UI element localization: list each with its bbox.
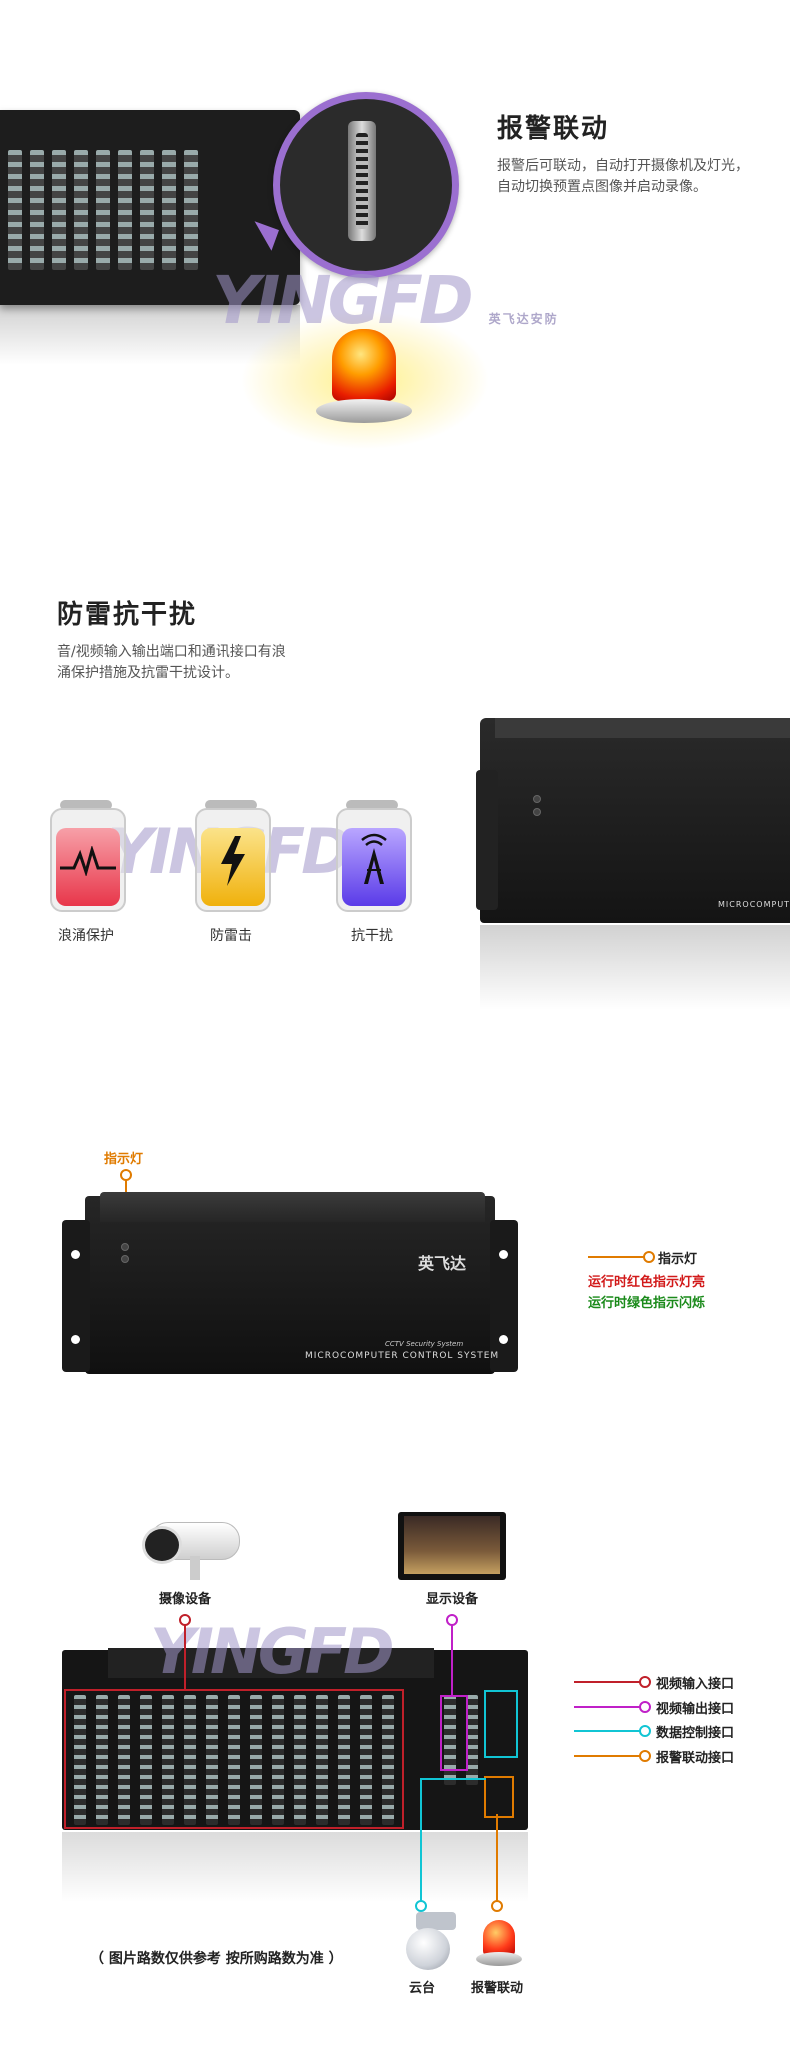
indicator-callout: 指示灯 <box>104 1152 144 1167</box>
data-control-line <box>420 1780 422 1902</box>
legend-dot-icon <box>639 1676 651 1688</box>
lightning-protection-label: 防雷击 <box>210 928 252 944</box>
video-input-line <box>184 1625 186 1690</box>
db25-connector-magnifier <box>273 92 459 278</box>
alarm-description: 报警后可联动，自动打开摄像机及灯光， 自动切换预置点图像并启动录像。 <box>497 156 787 198</box>
control-host-front <box>85 1196 495 1374</box>
control-host-image <box>480 718 790 923</box>
device-brand: 英飞达 <box>418 1254 467 1273</box>
data-control-line-h <box>420 1778 486 1780</box>
alarm-siren-icon <box>474 1918 524 1970</box>
indicator-legend-title: 指示灯 <box>658 1252 698 1267</box>
legend-line <box>574 1681 644 1683</box>
running-led-icon <box>121 1255 129 1263</box>
rack-ear-right <box>490 1220 518 1372</box>
legend-data-control: 数据控制接口 <box>656 1726 735 1741</box>
lightning-protection-battery <box>195 800 271 912</box>
camera-lens <box>142 1526 182 1564</box>
alarm-desc-line: 自动切换预置点图像并启动录像。 <box>497 179 707 195</box>
video-input-highlight <box>64 1689 404 1829</box>
rack-ear-left <box>62 1220 90 1372</box>
surge-description: 音/视频输入输出端口和通讯接口有浪 涌保护措施及抗雷干扰设计。 <box>57 642 357 684</box>
indicator-red-note: 运行时红色指示灯亮 <box>588 1275 706 1290</box>
legend-dot-icon <box>639 1701 651 1713</box>
alarm-device-label: 报警联动 <box>470 1981 523 1996</box>
device-model-text: MICROCOMPUTER <box>718 900 790 909</box>
reference-note: （ 图片路数仅供参考 按所购路数为准 ） <box>90 1951 343 1967</box>
camera-label: 摄像设备 <box>158 1592 211 1607</box>
device-subtitle: CCTV Security System <box>385 1340 464 1348</box>
surge-wave-icon <box>60 846 116 876</box>
legend-line <box>574 1755 644 1757</box>
matrix-device-image <box>0 110 300 305</box>
surge-protection-label: 浪涌保护 <box>58 928 114 944</box>
surge-desc-line: 涌保护措施及抗雷干扰设计。 <box>57 665 239 681</box>
device-reflection <box>480 925 790 1010</box>
monitor-screen <box>404 1516 500 1574</box>
matrix-rear-top <box>108 1648 434 1678</box>
indicator-green-note: 运行时绿色指示闪烁 <box>588 1296 706 1311</box>
running-led-icon <box>533 808 541 816</box>
matrix-rear-panel <box>62 1650 528 1830</box>
alarm-desc-line: 报警后可联动，自动打开摄像机及灯光， <box>497 158 749 174</box>
legend-line <box>588 1256 648 1258</box>
legend-line <box>574 1730 644 1732</box>
ptz-label: 云台 <box>408 1981 435 1996</box>
ptz-camera-icon <box>398 1912 456 1970</box>
anti-interference-label: 抗干扰 <box>351 928 393 944</box>
alarm-port-line <box>496 1814 498 1902</box>
rack-ear <box>476 770 498 910</box>
control-host-top <box>495 718 790 738</box>
legend-alarm-linkage: 报警联动接口 <box>656 1751 735 1766</box>
camera-mount <box>190 1556 200 1580</box>
lightning-icon <box>221 836 245 886</box>
legend-dot-icon <box>639 1750 651 1762</box>
brand-watermark: YINGFD <box>150 1615 395 1688</box>
device-reflection <box>62 1832 528 1902</box>
alarm-port-highlight <box>484 1776 514 1818</box>
surge-protection-battery <box>50 800 126 912</box>
legend-dot-icon <box>643 1251 655 1263</box>
data-control-dot-icon <box>415 1900 427 1912</box>
control-host-top <box>100 1192 485 1222</box>
legend-line <box>574 1706 644 1708</box>
legend-video-input: 视频输入接口 <box>656 1677 735 1692</box>
db25-connector-icon <box>348 121 376 241</box>
surge-desc-line: 音/视频输入输出端口和通讯接口有浪 <box>57 644 286 660</box>
legend-dot-icon <box>639 1725 651 1737</box>
legend-video-output: 视频输出接口 <box>656 1702 735 1717</box>
power-led-icon <box>121 1243 129 1251</box>
video-output-highlight <box>440 1695 468 1771</box>
alarm-title: 报警联动 <box>497 114 610 144</box>
device-system-name: MICROCOMPUTER CONTROL SYSTEM <box>305 1351 500 1361</box>
power-led-icon <box>533 795 541 803</box>
brand-watermark: YINGFD 英飞达安防 <box>212 262 559 339</box>
anti-interference-battery <box>336 800 412 912</box>
alarm-siren-icon <box>312 325 416 435</box>
video-output-line <box>451 1625 453 1695</box>
signal-tower-icon <box>361 833 387 884</box>
alarm-port-dot-icon <box>491 1900 503 1912</box>
data-control-highlight <box>484 1690 518 1758</box>
surge-title: 防雷抗干扰 <box>57 600 198 630</box>
display-label: 显示设备 <box>425 1592 478 1607</box>
